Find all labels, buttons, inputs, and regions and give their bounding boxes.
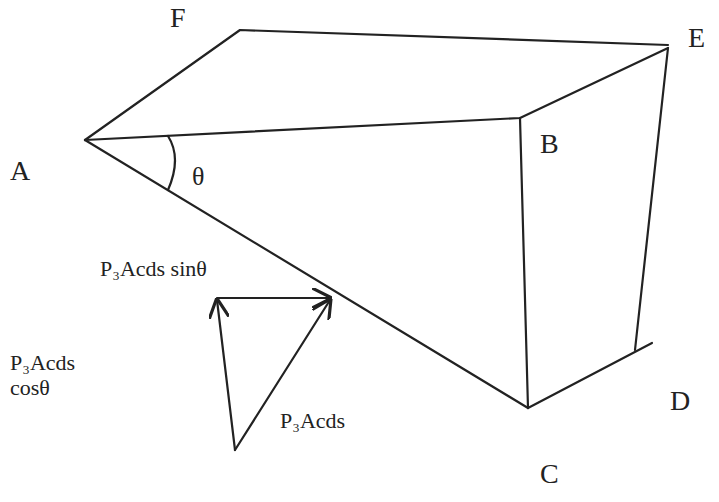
incline-edge: [85, 48, 668, 140]
point-label: B: [538, 128, 561, 160]
point-label: C: [538, 458, 561, 490]
force-vertical: [217, 300, 235, 450]
force-label: P₃Acds sinθ: [98, 256, 209, 281]
force-horizontal: [217, 297, 330, 299]
point-label: D: [668, 385, 692, 417]
base-edge: [85, 140, 528, 408]
back-edge: [635, 48, 668, 350]
point-label: A: [8, 155, 32, 187]
top-edge: [85, 30, 668, 140]
force-label: P₃Acds cosθ: [8, 350, 112, 401]
point-label: F: [168, 2, 188, 34]
vertical-edge: [520, 118, 528, 408]
angle-label: θ: [190, 162, 206, 192]
point-label: E: [686, 22, 707, 54]
angle-arc: [168, 136, 175, 190]
force-label: P₃Acds: [278, 408, 347, 433]
bottom-edge: [528, 343, 652, 408]
